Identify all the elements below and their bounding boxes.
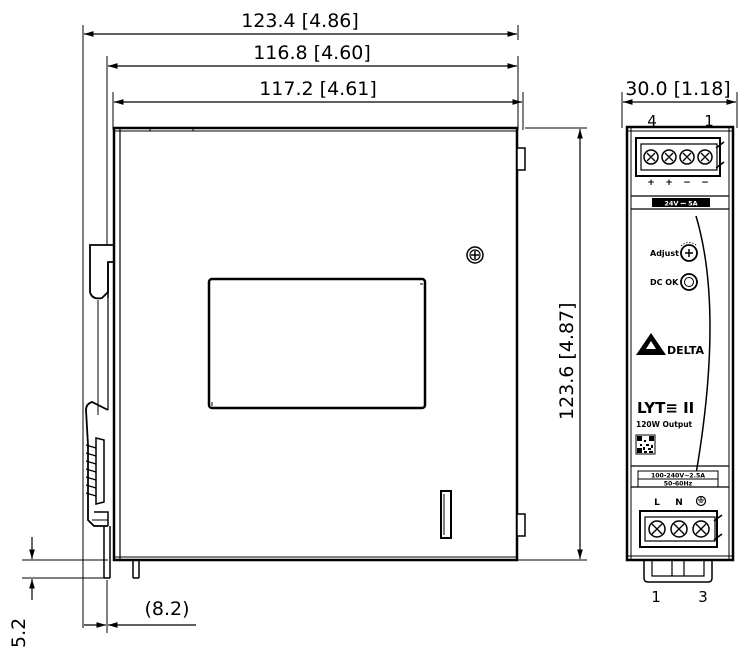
front-view: 30.0 [1.18] 4 1 + + − − 24V ⎓ 5A xyxy=(621,78,738,606)
adjust-label: Adjust xyxy=(650,249,679,258)
din-clip-upper xyxy=(89,244,114,300)
brand-name: DELTA xyxy=(667,344,704,357)
top-terminal-right-num: 1 xyxy=(704,112,714,130)
input-terminal-block[interactable] xyxy=(639,510,723,548)
dim-inner-width-text: 117.2 [4.61] xyxy=(259,78,377,100)
input-label-l: L xyxy=(654,498,660,508)
adjust-potentiometer-icon[interactable] xyxy=(680,242,698,262)
dim-front-width-text: 30.0 [1.18] xyxy=(625,78,730,100)
bottom-terminal-right-num: 3 xyxy=(698,588,708,606)
dc-ok-led-icon xyxy=(680,273,698,291)
side-view: 123.4 [4.86] 116.8 [4.60] 117.2 [4.61] xyxy=(8,10,587,648)
ground-icon xyxy=(695,495,707,507)
polarity-1: + xyxy=(647,178,655,188)
label-window xyxy=(207,277,427,410)
dim-body-width: 116.8 [4.60] xyxy=(106,42,519,72)
dim-overall-width-text: 123.4 [4.86] xyxy=(241,10,359,32)
qr-code-icon xyxy=(635,434,656,455)
input-rating-1: 100-240V~2.5A xyxy=(651,473,705,480)
din-latch-lower xyxy=(85,401,109,527)
dim-rail-height: 5.2 xyxy=(8,537,108,648)
dim-inner-width: 117.2 [4.61] xyxy=(112,78,524,130)
bottom-terminal-left-num: 1 xyxy=(651,588,661,606)
polarity-4: − xyxy=(701,178,709,188)
dim-rail-height-text: 5.2 xyxy=(8,618,30,648)
din-foot xyxy=(643,560,713,583)
vent-slot xyxy=(440,490,452,539)
polarity-3: − xyxy=(683,178,691,188)
dim-height-text: 123.6 [4.87] xyxy=(556,302,578,420)
dim-overall-width: 123.4 [4.86] xyxy=(82,10,519,40)
dim-front-width: 30.0 [1.18] xyxy=(621,78,738,128)
output-rating: 24V ⎓ 5A xyxy=(664,200,697,208)
product-sub: 120W Output xyxy=(636,420,693,429)
dim-height: 123.6 [4.87] xyxy=(517,127,587,561)
dim-body-width-text: 116.8 [4.60] xyxy=(253,42,371,64)
dc-ok-label: DC OK xyxy=(650,278,679,287)
delta-logo-icon xyxy=(636,333,666,355)
output-terminal-block[interactable] xyxy=(635,137,725,177)
screw-icon xyxy=(466,246,484,264)
polarity-2: + xyxy=(665,178,673,188)
input-label-n: N xyxy=(675,498,683,508)
product-name: LYT≡ II xyxy=(637,399,694,417)
dim-rail-offset: (8.2) xyxy=(84,580,196,633)
dim-rail-offset-text: (8.2) xyxy=(144,598,189,620)
top-terminal-left-num: 4 xyxy=(647,112,657,130)
input-rating-2: 50-60Hz xyxy=(664,481,693,488)
